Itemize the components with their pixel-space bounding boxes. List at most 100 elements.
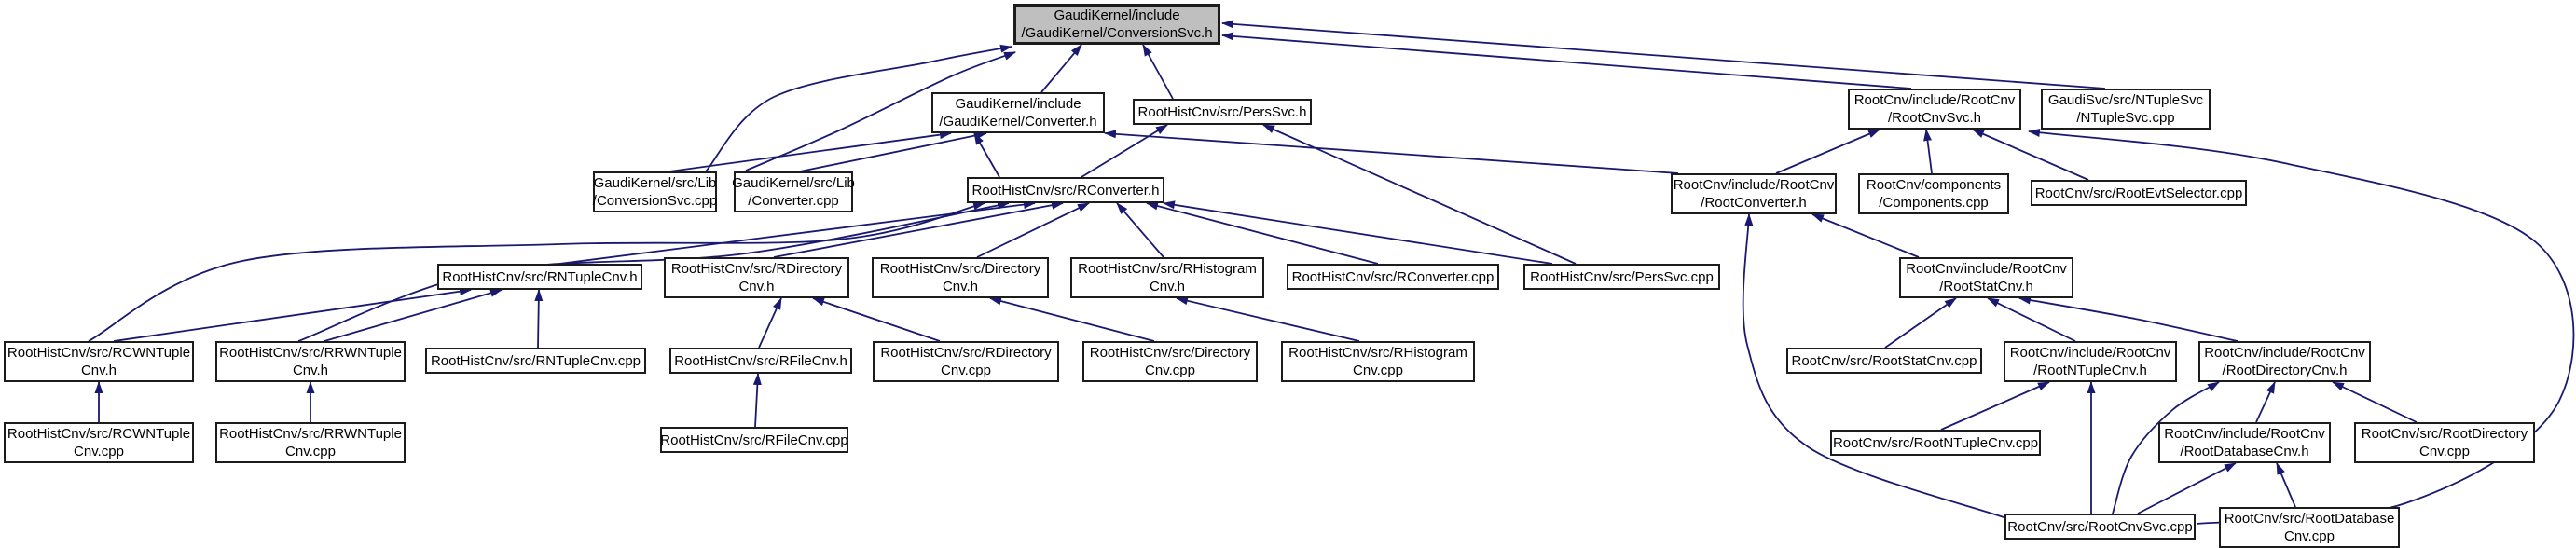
graph-node-rootcnvsvc_h[interactable]: RootCnv/include/RootCnv/RootCnvSvc.h xyxy=(1848,89,2021,130)
graph-node-conversionsvc_h[interactable]: GaudiKernel/include/GaudiKernel/Conversi… xyxy=(1013,4,1220,45)
graph-node-label: Cnv.cpp xyxy=(1145,363,1195,378)
graph-node-label: RootHistCnv/src/PersSvc.cpp xyxy=(1530,268,1714,285)
graph-node-rntuplecnv_h[interactable]: RootHistCnv/src/RNTupleCnv.h xyxy=(437,264,642,290)
graph-node-label: RootHistCnv/src/RFileCnv.h xyxy=(674,352,847,369)
edge-rootdatabasecnv_cpp-to-rootdatabasecnv_h xyxy=(2276,462,2296,508)
graph-node-label: RootHistCnv/src/RConverter.h xyxy=(971,182,1160,199)
graph-node-rconverter_cpp[interactable]: RootHistCnv/src/RConverter.cpp xyxy=(1287,264,1499,290)
graph-node-label: GaudiKernel/include xyxy=(955,96,1081,112)
graph-node-label: /GaudiKernel/ConversionSvc.h xyxy=(1021,25,1213,41)
edge-rootevtselector_cpp-to-rootcnvsvc_h xyxy=(1972,129,2089,181)
edge-rdirectorycnv_cpp-to-rdirectorycnv_h xyxy=(812,297,941,342)
edge-group xyxy=(88,20,2575,525)
graph-node-rfilecnv_cpp[interactable]: RootHistCnv/src/RFileCnv.cpp xyxy=(660,427,848,453)
graph-node-label: RootCnv/src/RootCnvSvc.cpp xyxy=(2007,518,2193,535)
graph-node-rootstatcnv_h[interactable]: RootCnv/include/RootCnv/RootStatCnv.h xyxy=(1899,257,2073,298)
edge-rrwntuplecnv_h-to-rntuplecnv_h xyxy=(324,289,503,342)
edge-rdirectorycnv_h-to-rconverter_h xyxy=(773,200,1064,258)
graph-node-label: Cnv.h xyxy=(292,363,329,378)
edge-rootcnvsvc_h-to-conversionsvc_h xyxy=(1221,32,1912,89)
graph-node-rconverter_h[interactable]: RootHistCnv/src/RConverter.h xyxy=(967,177,1164,203)
graph-node-label: RootCnv/include/RootCnv xyxy=(1906,261,2067,277)
graph-node-label: Cnv.cpp xyxy=(941,363,991,378)
graph-node-label: RootCnv/include/RootCnv xyxy=(2009,345,2171,361)
graph-node-label: /RootDatabaseCnv.h xyxy=(2180,444,2309,459)
graph-node-label: Cnv.cpp xyxy=(285,444,336,459)
graph-node-label: RootHistCnv/src/RNTupleCnv.cpp xyxy=(430,352,641,369)
graph-node-components_cpp[interactable]: RootCnv/components/Components.cpp xyxy=(1858,173,2009,214)
edge-rntuplecnv_h-to-rconverter_h xyxy=(558,200,1036,265)
graph-node-label: RootHistCnv/src/RHistogram xyxy=(1078,261,1257,277)
edge-ntuplesvc_cpp-to-conversionsvc_h xyxy=(1221,20,2106,89)
graph-node-label: RootHistCnv/src/Directory xyxy=(879,261,1041,277)
edge-rconverter_h-to-perssvc_h xyxy=(1081,124,1168,178)
graph-node-label: RootHistCnv/src/RFileCnv.cpp xyxy=(660,432,848,448)
graph-node-label: GaudiKernel/src/Lib xyxy=(593,175,717,191)
graph-node-ntuplesvc_cpp[interactable]: GaudiSvc/src/NTupleSvc/NTupleSvc.cpp xyxy=(2041,89,2211,130)
graph-node-label: RootCnv/src/RootNTupleCnv.cpp xyxy=(1832,434,2039,451)
edge-converter_cpp-to-conversionsvc_h xyxy=(745,51,1016,171)
graph-node-label: Cnv.h xyxy=(80,363,117,378)
graph-node-label: RootCnv/include/RootCnv xyxy=(2204,345,2365,361)
edge-rootdirectorycnv_h-to-rootstatcnv_h xyxy=(2018,295,2239,342)
graph-node-label: RootCnv/components xyxy=(1866,177,2002,193)
graph-node-rootstatcnv_cpp[interactable]: RootCnv/src/RootStatCnv.cpp xyxy=(1786,348,1982,374)
graph-node-rntuplecnv_cpp[interactable]: RootHistCnv/src/RNTupleCnv.cpp xyxy=(425,348,646,374)
graph-node-rootcnvsvc_cpp[interactable]: RootCnv/src/RootCnvSvc.cpp xyxy=(2004,514,2196,540)
graph-node-rootdirectorycnv_h[interactable]: RootCnv/include/RootCnv/RootDirectoryCnv… xyxy=(2198,341,2371,382)
graph-node-label: Cnv.cpp xyxy=(2419,444,2470,459)
graph-node-perssvc_h[interactable]: RootHistCnv/src/PersSvc.h xyxy=(1133,99,1312,125)
graph-node-label: GaudiKernel/src/Lib xyxy=(732,175,855,191)
graph-node-label: Cnv.cpp xyxy=(74,444,124,459)
edge-conversionsvc_cpp-to-conversionsvc_h xyxy=(705,44,1012,172)
graph-node-converter_cpp[interactable]: GaudiKernel/src/Lib/Converter.cpp xyxy=(732,171,855,212)
graph-node-label: RootHistCnv/src/RRWNTuple xyxy=(219,345,402,361)
edge-rcwntuplecnv_h-to-rconverter_h xyxy=(88,201,985,342)
graph-node-label: /RootStatCnv.h xyxy=(1939,279,2033,295)
graph-node-rootntuplecnv_cpp[interactable]: RootCnv/src/RootNTupleCnv.cpp xyxy=(1830,430,2041,456)
graph-node-label: Cnv.cpp xyxy=(1353,363,1403,378)
graph-node-label: /RootDirectoryCnv.h xyxy=(2222,363,2348,378)
graph-node-rootntuplecnv_h[interactable]: RootCnv/include/RootCnv/RootNTupleCnv.h xyxy=(2004,341,2177,382)
graph-node-converter_h[interactable]: GaudiKernel/include/GaudiKernel/Converte… xyxy=(931,92,1105,133)
graph-node-rootdatabasecnv_h[interactable]: RootCnv/include/RootCnv/RootDatabaseCnv.… xyxy=(2158,422,2331,463)
edge-rootdirectorycnv_cpp-to-rootdirectorycnv_h xyxy=(2332,381,2418,423)
graph-node-label: /GaudiKernel/Converter.h xyxy=(939,114,1097,130)
edge-rconverter_h-to-converter_h xyxy=(973,132,1000,178)
edge-directorycnv_cpp-to-directorycnv_h xyxy=(989,296,1155,342)
graph-node-rootconverter_h[interactable]: RootCnv/include/RootCnv/RootConverter.h xyxy=(1671,173,1837,214)
edge-perssvc_h-to-conversionsvc_h xyxy=(1142,44,1174,100)
graph-node-rootevtselector_cpp[interactable]: RootCnv/src/RootEvtSelector.cpp xyxy=(2031,180,2247,206)
edge-rhistogramcnv_cpp-to-rhistogramcnv_h xyxy=(1176,296,1360,342)
edge-converter_h-to-conversionsvc_h xyxy=(1040,44,1082,93)
edge-rfilecnv_cpp-to-rfilecnv_h xyxy=(752,373,762,428)
edge-conversionsvc_cpp-to-converter_h xyxy=(668,130,952,172)
edge-rootntuplecnv_h-to-rootstatcnv_h xyxy=(1987,297,2076,342)
edge-rfilecnv_h-to-rdirectorycnv_h xyxy=(758,297,782,349)
graph-node-label: RootHistCnv/src/RConverter.cpp xyxy=(1291,268,1495,285)
graph-node-label: /Components.cpp xyxy=(1879,195,1989,211)
graph-node-label: RootHistCnv/src/Directory xyxy=(1089,345,1251,361)
graph-node-label: RootHistCnv/src/RCWNTuple xyxy=(7,345,191,361)
graph-node-perssvc_cpp[interactable]: RootHistCnv/src/PersSvc.cpp xyxy=(1523,264,1720,290)
edge-components_cpp-to-rootcnvsvc_h xyxy=(1923,129,1933,174)
graph-node-label: RootCnv/include/RootCnv xyxy=(1673,177,1835,193)
edge-rootstatcnv_h-to-rootconverter_h xyxy=(1811,213,1920,258)
graph-node-label: RootHistCnv/src/RDirectory xyxy=(670,261,843,277)
graph-node-label: Cnv.h xyxy=(1149,279,1186,295)
graph-node-conversionsvc_cpp[interactable]: GaudiKernel/src/Lib/ConversionSvc.cpp xyxy=(593,171,717,212)
graph-node-label: /RootCnvSvc.h xyxy=(1887,110,1982,126)
graph-node-rfilecnv_h[interactable]: RootHistCnv/src/RFileCnv.h xyxy=(669,348,852,374)
